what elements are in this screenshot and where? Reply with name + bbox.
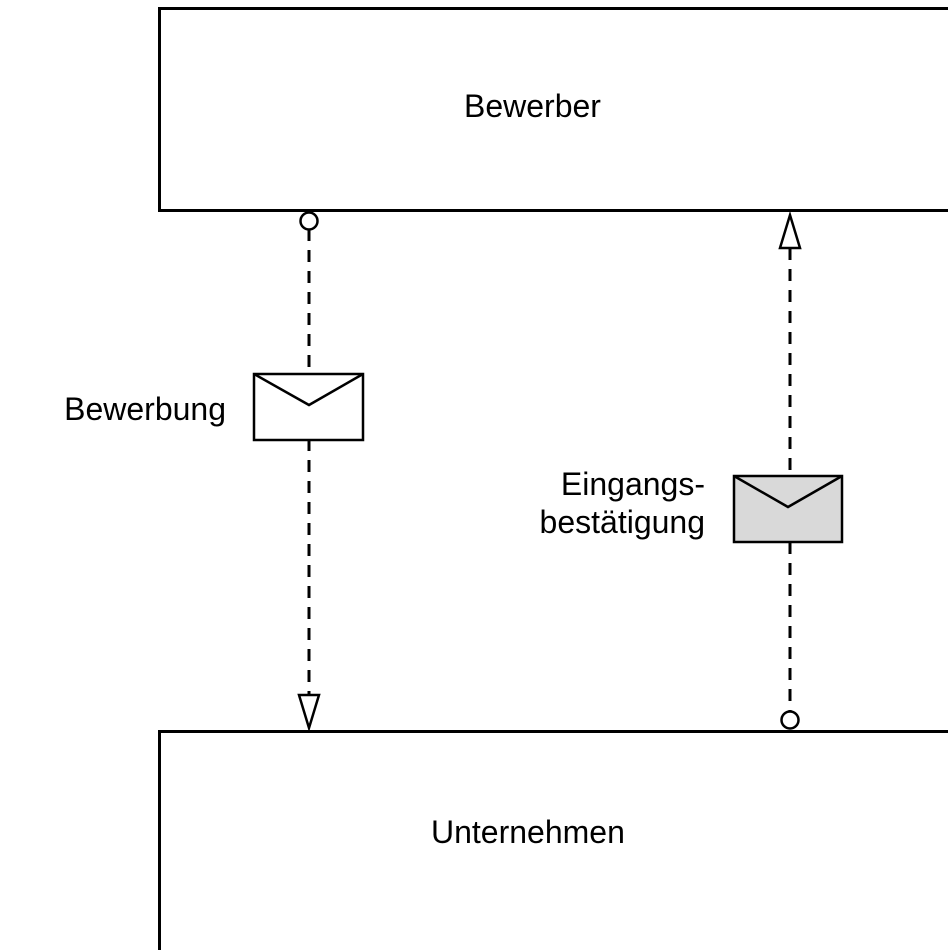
message-flow-bewerbung[interactable] — [297, 211, 321, 733]
envelope-icon-bewerbung — [252, 372, 365, 442]
envelope-icon-eingangsbestaetigung — [732, 474, 844, 544]
message-flow-start-circle — [780, 710, 800, 730]
message-label-line-2: bestätigung — [539, 504, 705, 540]
message-label-line-1: Eingangs- — [560, 466, 705, 502]
pool-label-unternehmen: Unternehmen — [431, 814, 625, 850]
message-flow-start-circle — [299, 211, 319, 231]
message-flow-arrowhead — [778, 210, 802, 250]
message-flow-arrowhead — [297, 693, 321, 733]
message-label-bewerbung: Bewerbung — [64, 391, 226, 427]
pool-bewerber[interactable] — [158, 7, 948, 212]
message-label-eingangsbestaetigung: Eingangs- bestätigung — [540, 465, 705, 541]
pool-label-bewerber: Bewerber — [464, 88, 601, 124]
pool-unternehmen[interactable] — [158, 730, 948, 950]
message-flow-eingangsbestaetigung[interactable] — [778, 210, 802, 730]
